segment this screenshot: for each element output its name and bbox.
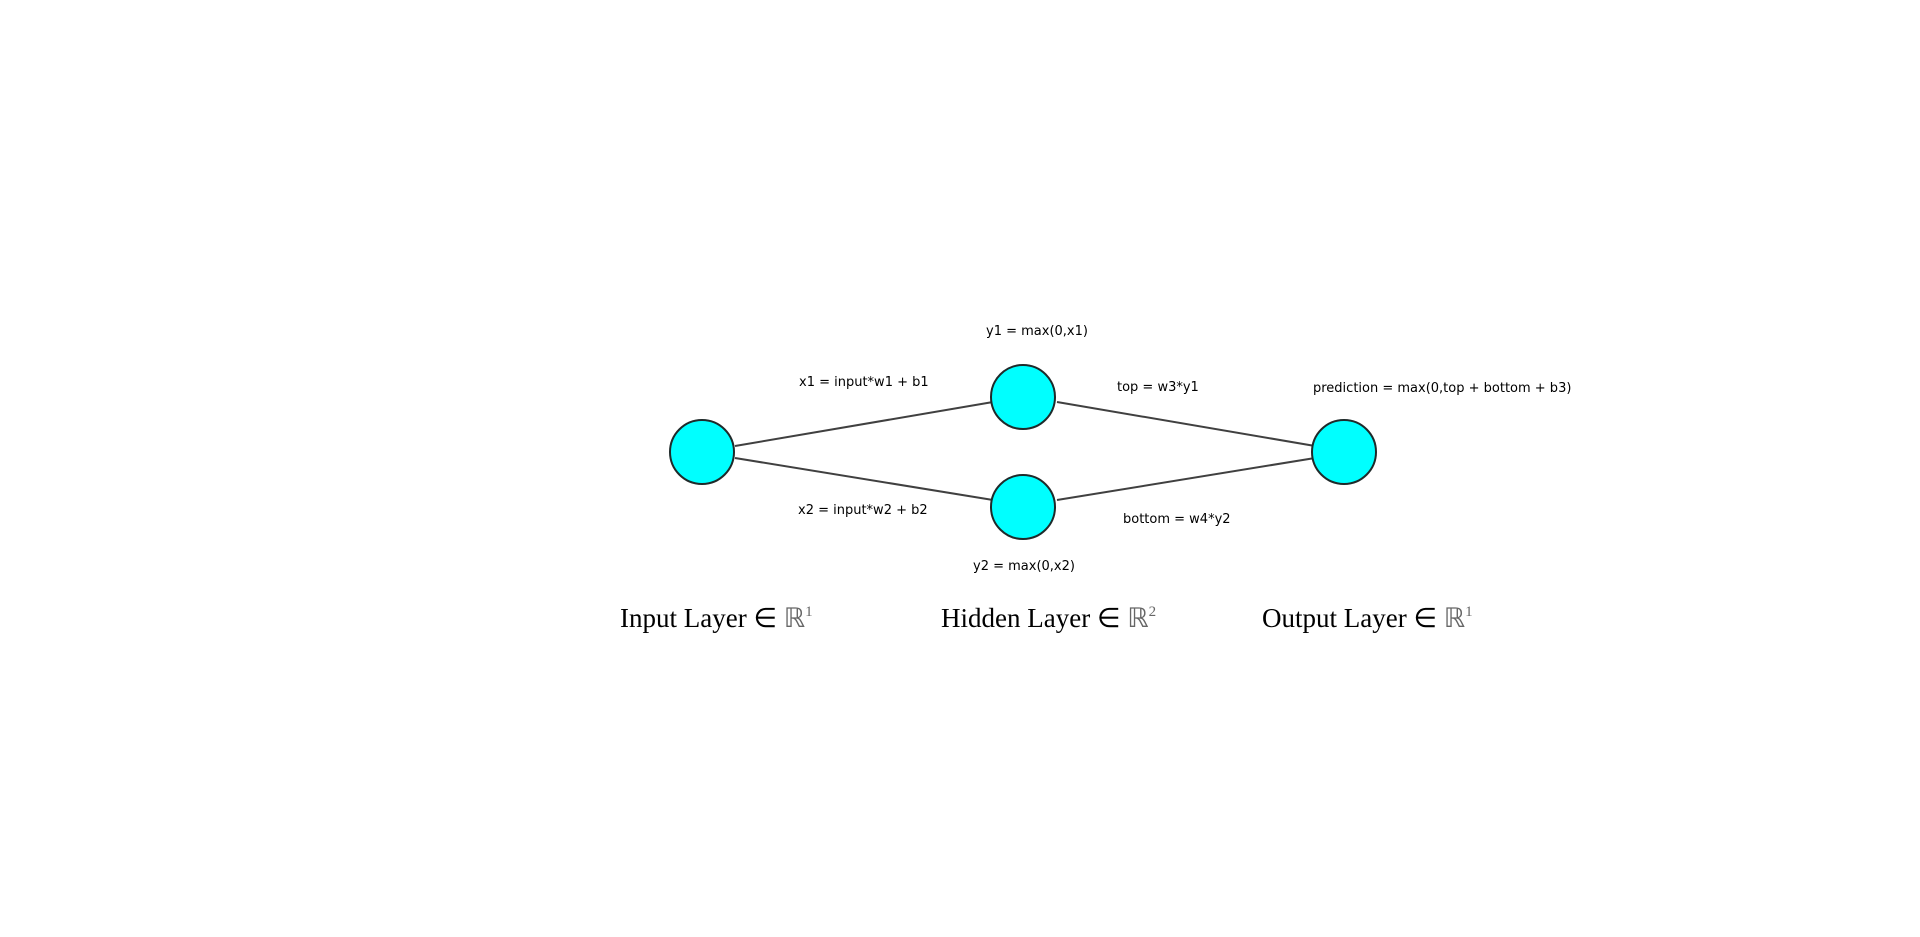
output-node — [1311, 419, 1377, 485]
edge-input-hidden1 — [734, 401, 994, 447]
equation-y2: y2 = max(0,x2) — [973, 559, 1075, 574]
output-layer-name: Output Layer — [1262, 603, 1407, 633]
input-node — [669, 419, 735, 485]
hidden-node-1 — [990, 364, 1056, 430]
output-layer-space: ℝ — [1443, 603, 1466, 633]
hidden-layer-name: Hidden Layer — [941, 603, 1091, 633]
hidden-layer-dimension: 2 — [1148, 604, 1157, 620]
hidden-layer-member-symbol: ∈ — [1096, 603, 1121, 633]
equation-x2: x2 = input*w2 + b2 — [798, 503, 928, 518]
output-layer-label: Output Layer ∈ ℝ1 — [1262, 603, 1473, 634]
hidden-layer-label: Hidden Layer ∈ ℝ2 — [941, 603, 1156, 634]
edge-hidden1-output — [1056, 401, 1316, 447]
hidden-node-2 — [990, 474, 1056, 540]
edge-input-hidden2 — [734, 457, 994, 501]
input-layer-name: Input Layer — [620, 603, 747, 633]
input-layer-member-symbol: ∈ — [753, 603, 777, 633]
equation-prediction: prediction = max(0,top + bottom + b3) — [1313, 381, 1572, 396]
equation-top: top = w3*y1 — [1117, 380, 1199, 395]
input-layer-dimension: 1 — [805, 604, 813, 620]
input-layer-label: Input Layer ∈ ℝ1 — [620, 603, 813, 634]
equation-bottom: bottom = w4*y2 — [1123, 512, 1231, 527]
input-layer-space: ℝ — [783, 603, 806, 633]
edge-hidden2-output — [1056, 457, 1316, 501]
hidden-layer-space: ℝ — [1127, 603, 1149, 633]
equation-y1: y1 = max(0,x1) — [986, 324, 1088, 339]
output-layer-member-symbol: ∈ — [1413, 603, 1437, 633]
output-layer-dimension: 1 — [1465, 604, 1473, 620]
equation-x1: x1 = input*w1 + b1 — [799, 375, 929, 390]
